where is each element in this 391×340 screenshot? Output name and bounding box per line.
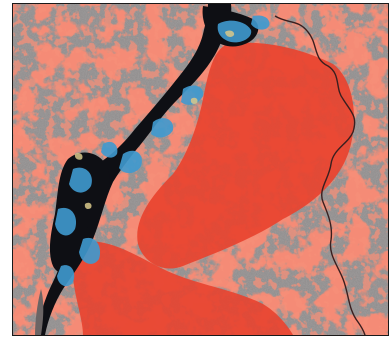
sand-bars [74, 30, 235, 209]
satellite-map[interactable] [13, 4, 388, 335]
tributary-river [274, 15, 366, 335]
vegetation-core-2 [71, 241, 294, 335]
vegetation-core [137, 42, 354, 269]
lower-channel [35, 289, 44, 335]
map-frame [12, 3, 389, 336]
river-lower-lake [49, 152, 110, 273]
shallow-water [55, 15, 270, 287]
